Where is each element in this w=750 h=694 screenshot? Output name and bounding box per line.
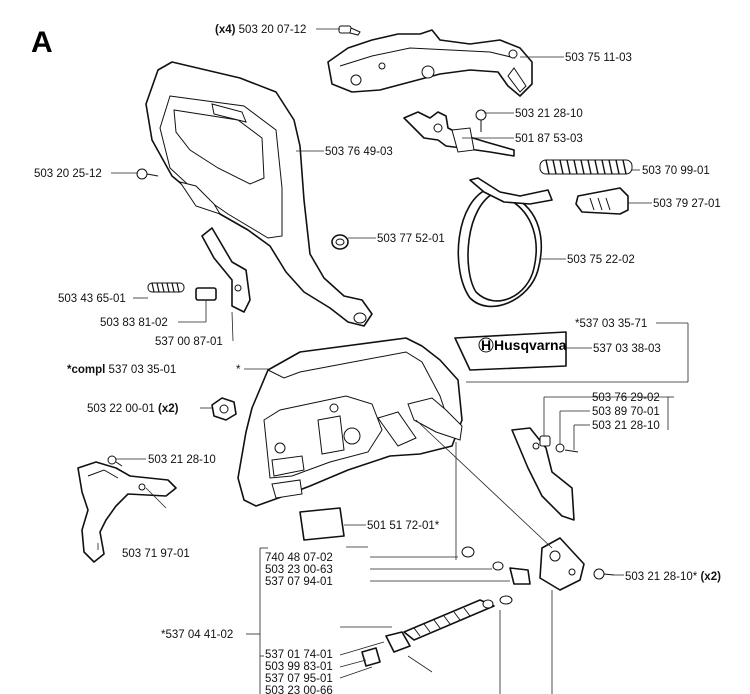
label-503764903: 503 76 49-03 bbox=[325, 146, 393, 158]
label-star: * bbox=[236, 364, 241, 376]
label-503709901: 503 70 99-01 bbox=[642, 165, 710, 177]
label-503751103: 503 75 11-03 bbox=[565, 52, 632, 64]
label-503212810-right: 503 21 28-10 bbox=[592, 420, 660, 432]
threaded-rod-drawing bbox=[403, 599, 495, 641]
label-503220001: 503 22 00-01 (x2) bbox=[87, 403, 179, 415]
label-503838102: 503 83 81-02 bbox=[100, 317, 168, 329]
label-prefix: *compl bbox=[67, 364, 105, 376]
label-503230063: 503 23 00-63 bbox=[265, 564, 333, 576]
screw-top-drawing bbox=[475, 109, 487, 132]
label-text: 503 21 28-10* bbox=[625, 571, 698, 583]
label-537008701: 537 00 87-01 bbox=[155, 336, 223, 348]
label-740480702: 740 48 07-02 bbox=[265, 552, 333, 564]
leader-lines bbox=[97, 28, 689, 694]
label-503792701: 503 79 27-01 bbox=[653, 198, 721, 210]
lever-537008701-drawing bbox=[201, 227, 251, 313]
grip-plate-drawing bbox=[77, 455, 177, 563]
tensioner-parts-drawing bbox=[511, 427, 579, 521]
screw-503202512-drawing bbox=[136, 168, 159, 180]
label-503719701: 503 71 97-01 bbox=[122, 548, 190, 560]
bracket-503792701-drawing bbox=[575, 187, 629, 215]
label-503202512: 503 20 25-12 bbox=[34, 168, 102, 180]
section-letter: A bbox=[31, 26, 53, 59]
brake-lever-drawing bbox=[403, 111, 515, 157]
label-537044102: *537 04 41-02 bbox=[161, 629, 233, 641]
part-number-labels: (x4) 503 20 07-12 503 75 11-03 503 21 28… bbox=[34, 24, 721, 694]
bushing-drawing bbox=[331, 234, 349, 250]
cover-plate-drawing bbox=[327, 29, 533, 97]
spring-503709901-drawing bbox=[539, 159, 633, 175]
clutch-cover-drawing bbox=[237, 337, 463, 507]
label-503212810-x2: 503 21 28-10* (x2) bbox=[625, 571, 721, 583]
nut-drawing bbox=[211, 397, 237, 421]
label-503775201: 503 77 52-01 bbox=[377, 233, 445, 245]
label-503762902: 503 76 29-02 bbox=[592, 392, 660, 404]
label-537079501: 537 07 95-01 bbox=[265, 673, 333, 685]
label-compl: *compl 537 03 35-01 bbox=[67, 364, 176, 376]
brand-name: Husqvarna bbox=[494, 337, 567, 353]
label-537079401: 537 07 94-01 bbox=[265, 576, 333, 588]
label-537017401: 537 01 74-01 bbox=[265, 649, 333, 661]
brake-band-drawing bbox=[457, 177, 553, 308]
tensioner-bracket-drawing bbox=[539, 537, 585, 591]
small-block-drawing bbox=[361, 631, 411, 667]
brand-logo-letter: H bbox=[481, 337, 491, 353]
spring-503436501-drawing bbox=[147, 282, 185, 293]
label-prefix: (x4) bbox=[215, 24, 236, 36]
label-503212810-top: 503 21 28-10 bbox=[515, 108, 583, 120]
label-501517201: 501 51 72-01* bbox=[367, 520, 440, 532]
label-503752202: 503 75 22-02 bbox=[567, 254, 635, 266]
washers-drawing bbox=[461, 546, 531, 605]
screw-x2-drawing bbox=[593, 568, 615, 580]
label-537033803: 537 03 38-03 bbox=[593, 343, 661, 355]
label-suffix: (x2) bbox=[158, 403, 179, 415]
label-503230066: 503 23 00-66 bbox=[265, 685, 333, 694]
label-503200712: (x4) 503 20 07-12 bbox=[215, 24, 306, 36]
label-text: 537 03 35-01 bbox=[109, 364, 177, 376]
screw-503200712-drawing bbox=[338, 25, 361, 36]
bottom-leader-lines bbox=[260, 641, 385, 657]
label-503998301: 503 99 83-01 bbox=[265, 661, 333, 673]
label-503212810-left: 503 21 28-10 bbox=[148, 454, 216, 466]
label-text: 503 22 00-01 bbox=[87, 403, 155, 415]
front-handguard-drawing bbox=[145, 61, 373, 327]
label-503436501: 503 43 65-01 bbox=[58, 293, 126, 305]
husqvarna-decal: H Husqvarna bbox=[454, 331, 567, 371]
filter-block-drawing bbox=[299, 507, 345, 541]
label-537033571: *537 03 35-71 bbox=[575, 318, 647, 330]
label-503897001: 503 89 70-01 bbox=[592, 406, 660, 418]
label-text: 503 20 07-12 bbox=[239, 24, 307, 36]
label-501875303: 501 87 53-03 bbox=[515, 133, 583, 145]
label-suffix: (x2) bbox=[700, 571, 721, 583]
block-503838102-drawing bbox=[195, 287, 217, 301]
